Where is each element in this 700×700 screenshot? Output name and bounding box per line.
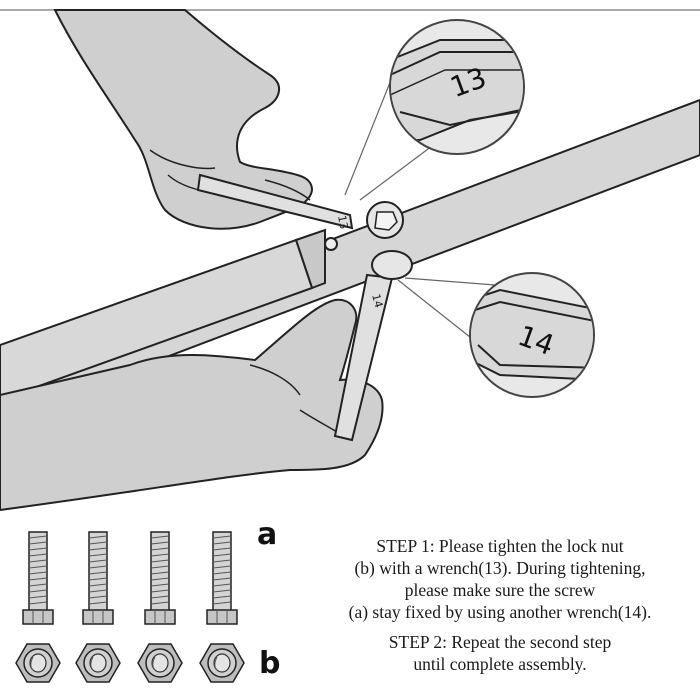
step2-line1: STEP 2: Repeat the second step: [388, 632, 612, 652]
step1-line1: STEP 1: Please tighten the lock nut: [376, 536, 624, 556]
svg-text:13: 13: [335, 214, 350, 230]
hardware-parts: [15, 531, 245, 683]
assembly-illustration: 13 14 13 14: [0, 9, 700, 512]
nuts-label: b: [259, 646, 281, 681]
nut-b-1: [15, 643, 61, 683]
zoom-callout-14: 14: [469, 272, 595, 398]
step1-line3: please make sure the screw: [404, 580, 596, 600]
nut-b-4: [199, 643, 245, 683]
zoom-callout-13: 13: [389, 19, 525, 155]
instructions: STEP 1: Please tighten the lock nut (b) …: [305, 535, 695, 675]
step1-line2: (b) with a wrench(13). During tightening…: [354, 558, 646, 578]
bolt-a-1: [22, 531, 54, 625]
svg-text:14: 14: [369, 292, 385, 309]
wrench-14: 14: [333, 250, 413, 442]
step1-line4: (a) stay fixed by using another wrench(1…: [348, 602, 652, 622]
nut-b-2: [75, 643, 121, 683]
bolt-a-2: [82, 531, 114, 625]
bolts-label: a: [257, 517, 278, 552]
bolt-a-3: [144, 531, 176, 625]
wrench-13: 13: [196, 173, 404, 239]
frame-bar: [0, 98, 700, 422]
bolt-a-4: [206, 531, 238, 625]
nut-b-3: [137, 643, 183, 683]
step2-line2: until complete assembly.: [413, 654, 587, 674]
